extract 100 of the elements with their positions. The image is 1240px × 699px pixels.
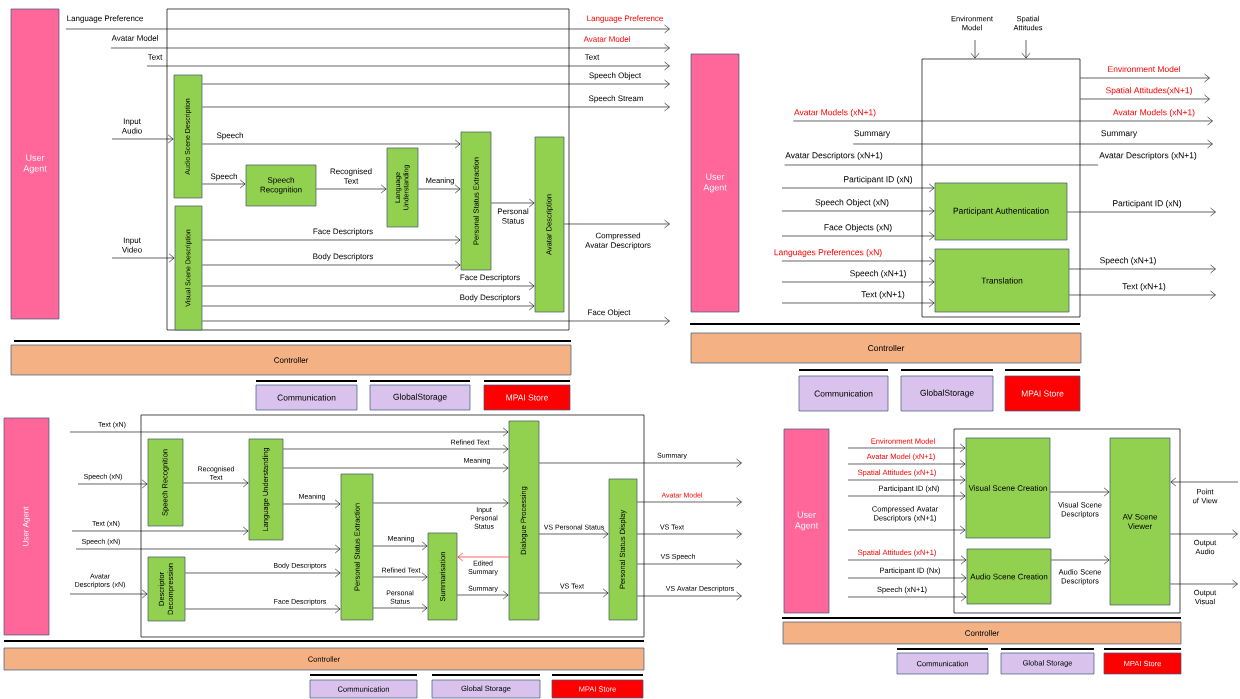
- process-box: Translation: [934, 248, 1070, 313]
- store-box: MPAI Store: [1004, 375, 1081, 412]
- arrow: [1170, 579, 1238, 589]
- edge-label: Text (xN+1): [861, 291, 905, 299]
- module-frame: [953, 428, 1181, 614]
- process-box: Participant Authentication: [934, 182, 1068, 241]
- signal-label: Summary: [854, 130, 891, 138]
- arrow: [539, 588, 609, 598]
- arrow: [847, 592, 967, 602]
- arrow: [202, 139, 461, 149]
- arrow: [852, 139, 1213, 149]
- arrow: [202, 281, 535, 291]
- arrow: [1069, 264, 1216, 274]
- arrow: [847, 555, 967, 565]
- controller-bar: Controller: [690, 332, 1082, 364]
- module-frame: [140, 414, 645, 638]
- arrow: [185, 568, 341, 578]
- arrow: [847, 491, 966, 501]
- arrow: [110, 43, 670, 53]
- edge-label: Speech (xN+1): [1100, 257, 1156, 265]
- arrow: [1069, 290, 1216, 300]
- arrow: [202, 316, 670, 326]
- edge-label: Speech Object (xN): [815, 199, 889, 207]
- arrow: [539, 458, 742, 468]
- arrow: [847, 443, 966, 453]
- module-frame: [166, 8, 570, 331]
- arrow: [202, 301, 535, 311]
- service-box: GlobalStorage: [369, 384, 471, 411]
- arrow: [457, 590, 509, 600]
- arrow: [69, 589, 148, 599]
- arrow: [637, 591, 742, 601]
- arrow: [183, 478, 249, 488]
- arrow: [1080, 94, 1210, 104]
- arrow: [781, 277, 935, 287]
- arrow: [847, 459, 966, 469]
- arrow: [373, 541, 428, 551]
- arrow: [373, 498, 509, 508]
- arrow: [283, 499, 341, 509]
- user-agent-box: User Agent: [10, 8, 60, 320]
- edge-label: Participant ID (xN): [844, 176, 913, 184]
- arrow: [1051, 555, 1110, 565]
- arrow: [71, 526, 249, 536]
- module-frame: [921, 58, 1081, 318]
- arrow: [202, 260, 461, 270]
- edge-label: Avatar Models (xN+1): [1113, 109, 1195, 117]
- arrow: [1050, 487, 1110, 497]
- arrow: [373, 603, 428, 613]
- arrow: [202, 79, 670, 89]
- arrow: [1080, 73, 1210, 83]
- signal-label: Avatar Models (xN+1): [794, 109, 876, 117]
- arrow: [202, 102, 670, 112]
- arrow: [564, 219, 670, 229]
- arrow: [637, 559, 742, 569]
- edge-label: Languages Preferences (xN): [774, 249, 882, 257]
- arrow: [111, 253, 175, 263]
- arrow: [539, 529, 609, 539]
- arrow: [111, 134, 174, 144]
- edge-label: Face Objects (xN): [824, 224, 892, 232]
- arrow: [77, 479, 148, 489]
- arrow: [970, 39, 980, 59]
- arrow: [847, 525, 966, 535]
- edge-label: Participant ID (xN): [1113, 200, 1182, 208]
- arrow: [793, 116, 1213, 126]
- arrow: [418, 184, 461, 194]
- arrow: [781, 231, 935, 241]
- arrow: [283, 444, 509, 454]
- arrow: [202, 235, 461, 245]
- edge-label: Spatial Attitudes(xN+1): [1105, 87, 1192, 95]
- arrow: [1170, 529, 1238, 539]
- arrow: [847, 573, 967, 583]
- arrow: [781, 206, 935, 216]
- arrow: [373, 572, 428, 582]
- arrow: [1067, 207, 1216, 217]
- service-box: GlobalStorage: [900, 375, 994, 412]
- arrow: [781, 183, 935, 193]
- arrow: [69, 427, 509, 437]
- signal-label: Avatar Descriptors (xN+1): [785, 152, 883, 160]
- arrow: [781, 256, 935, 266]
- arrow: [781, 298, 935, 308]
- arrow: [491, 198, 535, 208]
- edge-label: Environment Model: [1108, 65, 1180, 73]
- edge-label: Speech (xN+1): [850, 270, 906, 278]
- arrow: [1021, 39, 1031, 59]
- arrow: [65, 24, 670, 34]
- arrow: [202, 179, 246, 189]
- edge-label: Summary: [1101, 130, 1138, 138]
- service-box: Communication: [798, 375, 889, 412]
- edge-label: Text (xN+1): [1122, 283, 1166, 291]
- arrow: [146, 61, 670, 71]
- arrow: [185, 604, 341, 614]
- arrow: [75, 544, 341, 554]
- user-agent-box: User Agent: [690, 53, 740, 313]
- user-agent-box: User Agent: [783, 428, 830, 614]
- service-box: Communication: [255, 384, 358, 411]
- store-box: MPAI Store: [483, 384, 571, 411]
- edge-label: Avatar Descriptors (xN+1): [1099, 152, 1197, 160]
- arrow: [637, 497, 742, 507]
- arrow: [316, 184, 387, 194]
- arrow: [1170, 477, 1239, 487]
- arrow: [847, 475, 966, 485]
